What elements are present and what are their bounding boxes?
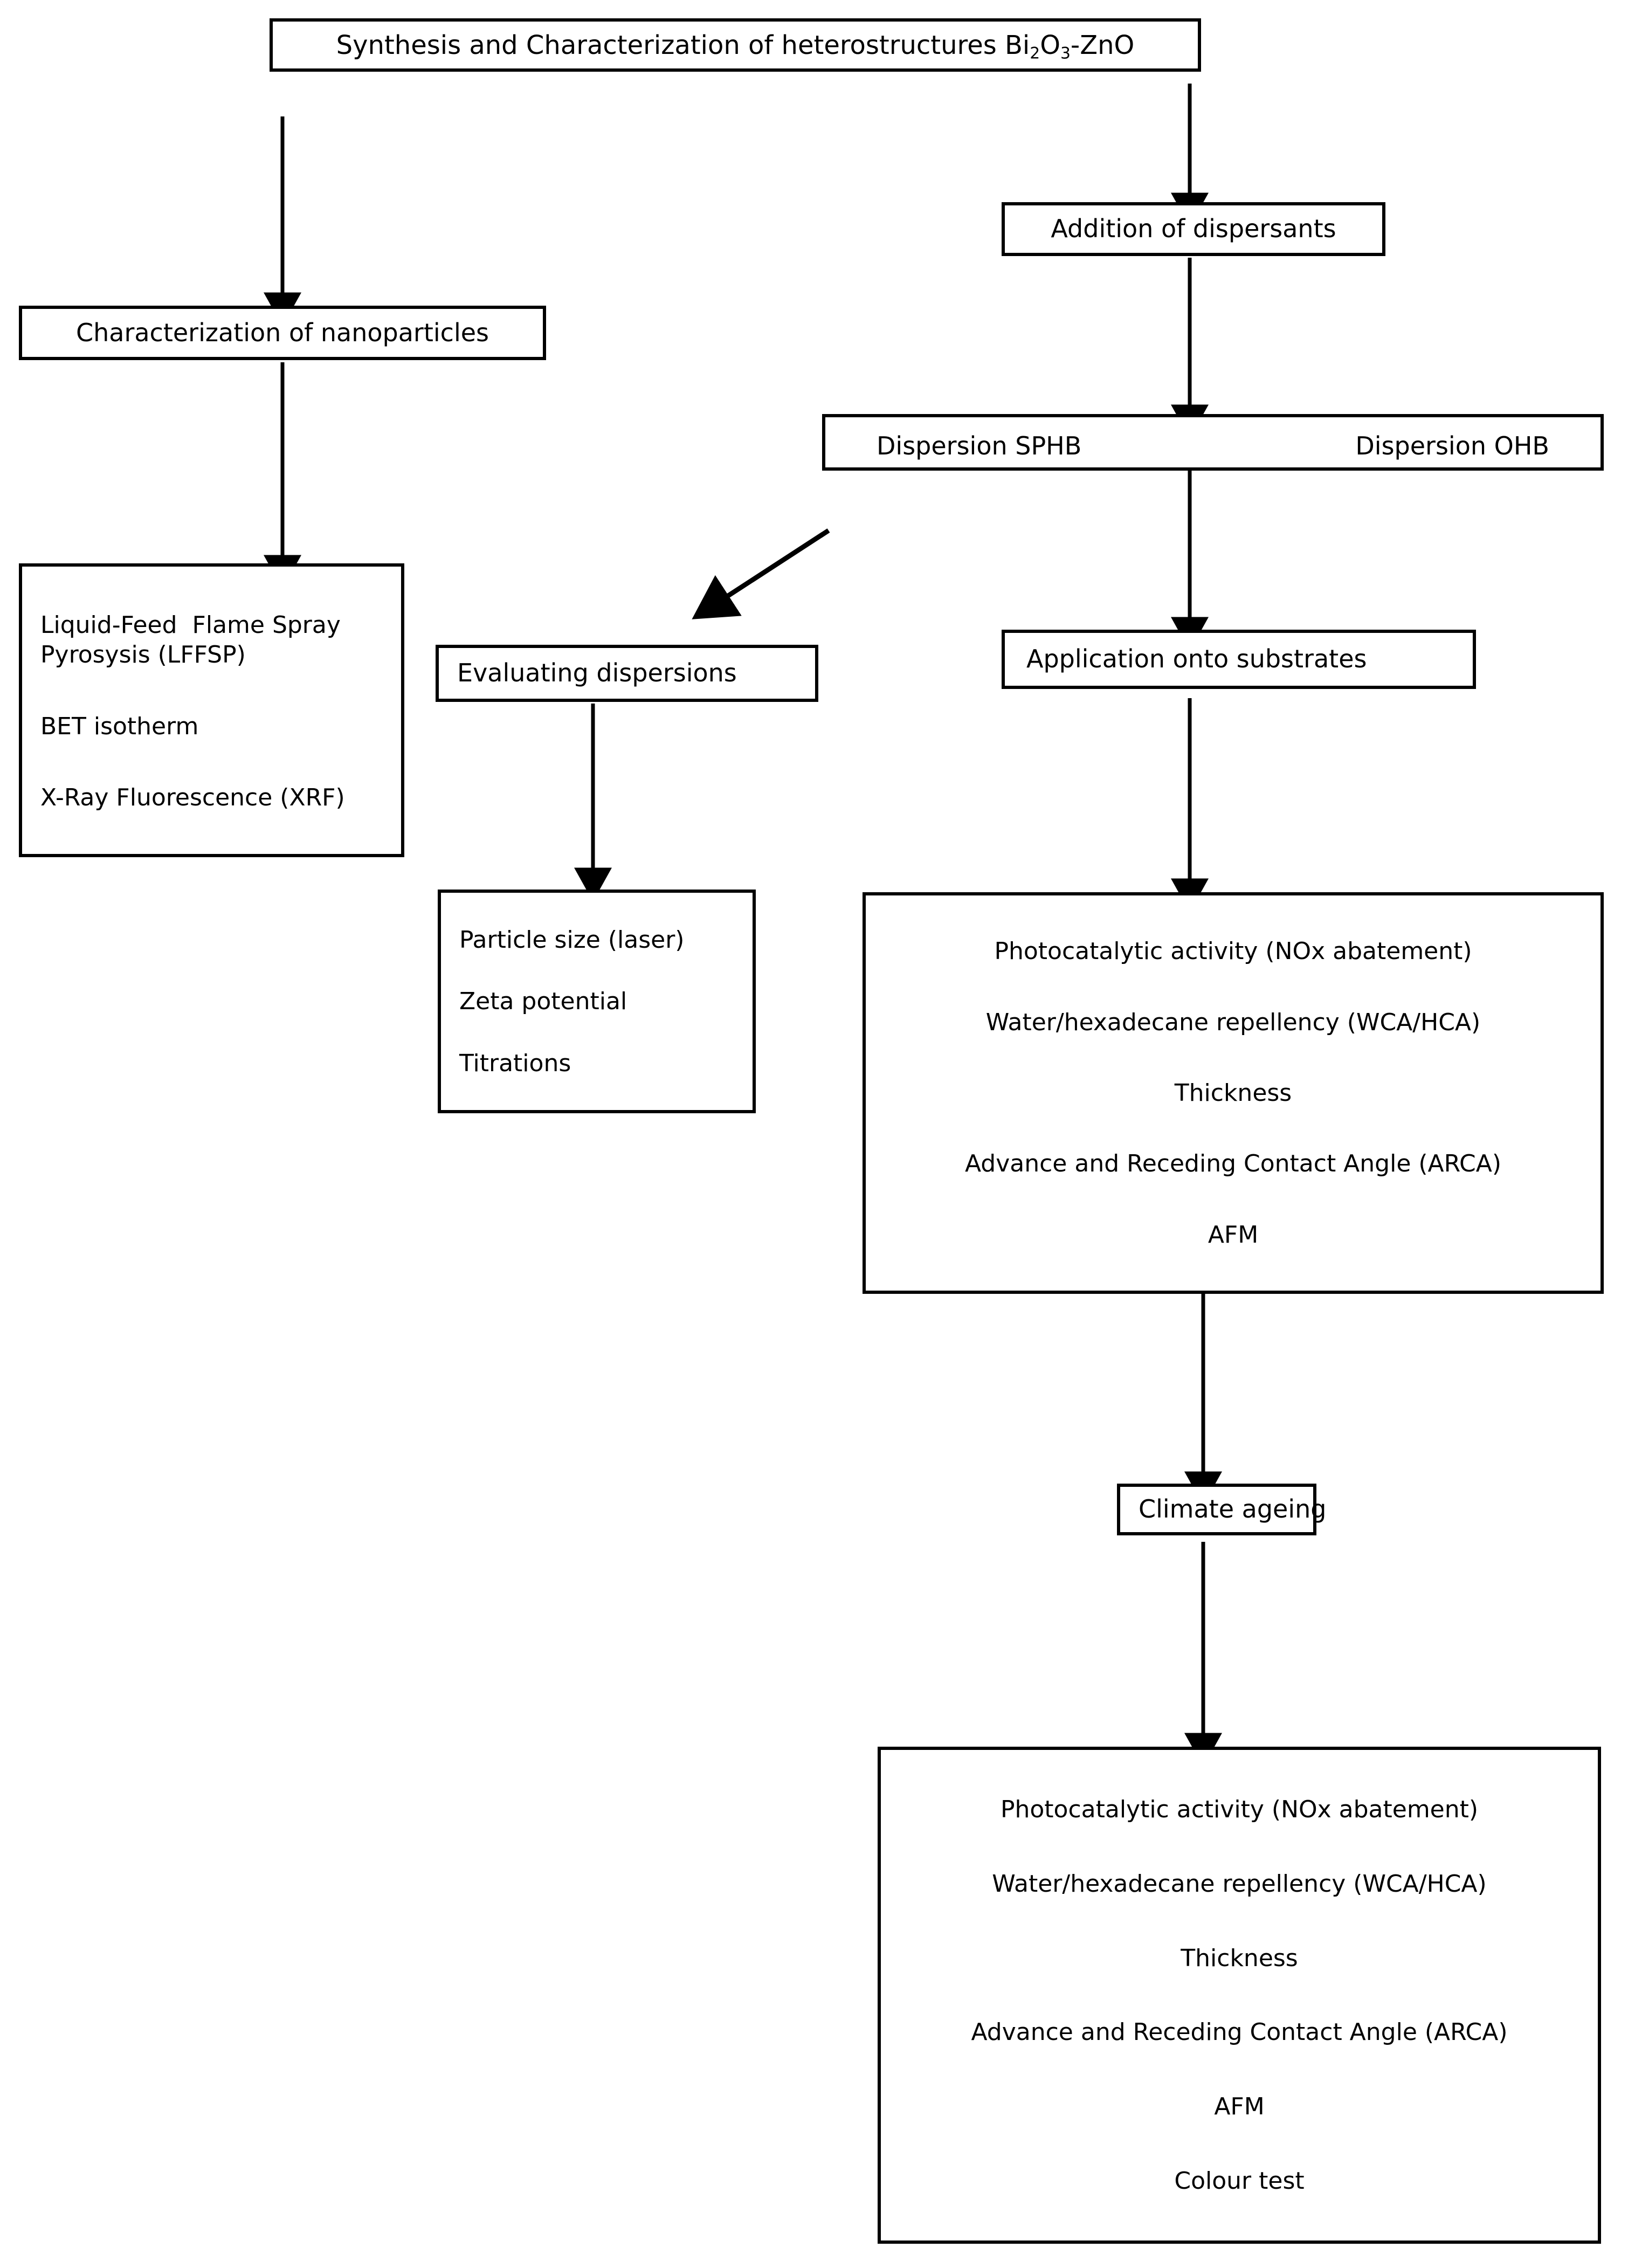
node-application-onto-substrates-label: Application onto substrates (1026, 644, 1367, 674)
node-evaluating-dispersions[interactable]: Evaluating dispersions (436, 645, 818, 702)
node-nanoparticle-method-line: X-Ray Fluorescence (XRF) (40, 783, 345, 811)
node-addition-of-dispersants-label: Addition of dispersants (1051, 214, 1336, 244)
node-final-test-line: AFM (1214, 2093, 1265, 2121)
node-addition-of-dispersants[interactable]: Addition of dispersants (1002, 202, 1385, 256)
node-coating-tests[interactable]: Photocatalytic activity (NOx abatement) … (863, 892, 1604, 1294)
node-climate-ageing-label: Climate ageing (1139, 1494, 1327, 1524)
node-nanoparticle-method-line: Liquid-Feed Flame Spray (40, 611, 341, 639)
node-evaluating-dispersions-label: Evaluating dispersions (457, 658, 737, 688)
node-characterization-of-nanoparticles[interactable]: Characterization of nanoparticles (19, 306, 546, 360)
node-coating-test-line: Advance and Receding Contact Angle (ARCA… (964, 1150, 1502, 1178)
node-dispersion-tests[interactable]: Particle size (laser) Zeta potential Tit… (438, 890, 756, 1113)
node-title-text: Synthesis and Characterization of hetero… (336, 30, 1135, 63)
node-coating-tests-after-ageing[interactable]: Photocatalytic activity (NOx abatement) … (878, 1747, 1601, 2244)
node-final-test-line: Advance and Receding Contact Angle (ARCA… (971, 2018, 1508, 2046)
node-nanoparticle-method-line: Pyrosysis (LFFSP) (40, 641, 246, 669)
node-dispersion-test-line: Particle size (laser) (459, 926, 685, 954)
node-coating-test-line: Photocatalytic activity (NOx abatement) (994, 937, 1472, 966)
node-final-test-line: Colour test (1174, 2167, 1305, 2195)
node-application-onto-substrates[interactable]: Application onto substrates (1002, 630, 1476, 689)
node-final-test-line: Photocatalytic activity (NOx abatement) (1000, 1795, 1479, 1823)
node-coating-test-line: Thickness (1174, 1079, 1292, 1107)
node-title[interactable]: Synthesis and Characterization of hetero… (270, 18, 1201, 72)
node-dispersion-test-line: Zeta potential (459, 988, 627, 1015)
edge-sphb-to-evaluating (692, 528, 830, 619)
node-coating-test-line: Water/hexadecane repellency (WCA/HCA) (985, 1008, 1481, 1036)
node-dispersions[interactable]: Dispersion SPHB Dispersion OHB (822, 414, 1604, 471)
node-final-test-line: Thickness (1181, 1944, 1298, 1972)
node-characterization-of-nanoparticles-label: Characterization of nanoparticles (75, 318, 489, 347)
node-dispersion-sphb-label: Dispersion SPHB (877, 431, 1082, 460)
node-climate-ageing[interactable]: Climate ageing (1117, 1484, 1327, 1535)
node-dispersion-test-line: Titrations (459, 1049, 571, 1077)
node-nanoparticle-method-line: BET isotherm (40, 712, 199, 740)
node-final-test-line: Water/hexadecane repellency (WCA/HCA) (992, 1870, 1487, 1898)
node-dispersion-ohb-label: Dispersion OHB (1355, 431, 1549, 460)
node-nanoparticle-methods[interactable]: Liquid-Feed Flame Spray Pyrosysis (LFFSP… (19, 563, 404, 857)
node-coating-test-line: AFM (1208, 1221, 1259, 1249)
